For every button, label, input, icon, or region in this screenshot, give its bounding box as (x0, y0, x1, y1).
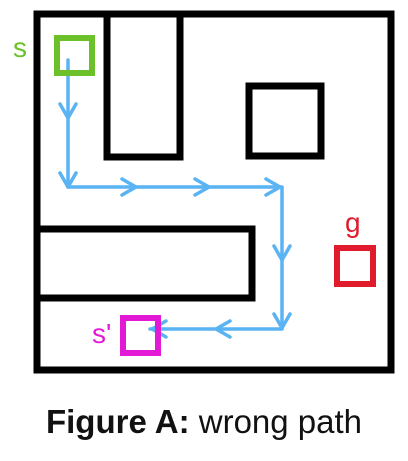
maze-wall-square-block (245, 82, 325, 160)
path-arrow-down-2 (58, 171, 78, 189)
path-arrow-left-2 (150, 319, 168, 339)
start-marker (54, 35, 95, 76)
figure-caption-text: wrong path (198, 403, 363, 440)
wrong-path (58, 58, 292, 339)
end-label: s' (92, 318, 111, 349)
path-arrow-right-2 (193, 177, 211, 197)
path-line (66, 58, 284, 331)
path-arrow-left-1 (214, 319, 232, 339)
path-arrow-down-1 (58, 102, 78, 120)
path-arrow-down-4 (272, 312, 292, 330)
maze-wall-horizontal-block (33, 225, 256, 302)
path-arrow-right-3 (264, 177, 282, 197)
maze-outer-wall (33, 10, 395, 374)
start-label: s (13, 32, 27, 63)
goal-label: g (345, 207, 361, 238)
figure-caption: Figure A: wrong path (0, 403, 408, 441)
end-marker (120, 315, 161, 356)
path-arrow-right-1 (120, 177, 138, 197)
figure-caption-title: Figure A: (45, 403, 190, 440)
goal-marker (334, 245, 376, 287)
path-arrow-down-3 (272, 244, 292, 262)
maze-wall-vertical-block (103, 10, 184, 161)
